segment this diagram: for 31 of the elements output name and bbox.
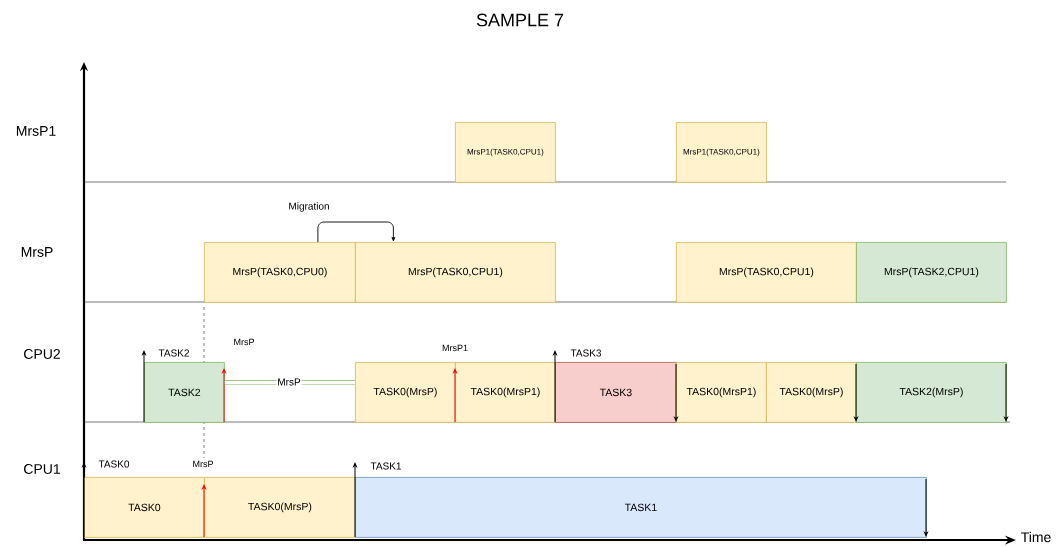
event-label: MrsP1: [442, 344, 468, 352]
arrow: [317, 221, 396, 243]
event-label: TASK3: [570, 349, 602, 357]
task-bar: MrsP1(TASK0,CPU1): [455, 122, 556, 183]
edge-label: Migration: [289, 202, 329, 212]
task-bar: MrsP(TASK2,CPU1): [856, 242, 1007, 303]
row-label: CPU1: [24, 464, 60, 474]
task-bar: TASK2(MrsP): [856, 362, 1007, 423]
row-label: CPU2: [24, 349, 60, 359]
event-label: TASK0: [98, 460, 130, 468]
axis-label: Time: [1021, 531, 1051, 543]
task-bar: MrsP(TASK0,CPU1): [676, 242, 857, 303]
task-bar: TASK0(MrsP): [355, 362, 456, 423]
task-bar: TASK0(MrsP1): [455, 362, 556, 423]
task-bar: TASK0: [84, 477, 205, 538]
event-label: TASK1: [370, 462, 401, 470]
task-bar: MrsP(TASK0,CPU0): [204, 242, 356, 303]
task-bar: TASK0(MrsP): [204, 477, 356, 538]
edge-label: MrsP: [278, 378, 301, 386]
row-label: MrsP1: [16, 126, 56, 136]
task-bar: MrsP1(TASK0,CPU1): [676, 122, 767, 183]
task-bar: TASK3: [555, 362, 677, 423]
event-label: MrsP: [193, 460, 214, 468]
event-label: MrsP: [234, 338, 255, 346]
task-bar: TASK1: [355, 477, 927, 538]
task-bar: MrsP(TASK0,CPU1): [355, 242, 556, 303]
task-bar: TASK0(MrsP): [766, 362, 857, 423]
task-bar: TASK2: [144, 362, 225, 423]
row-label: MrsP: [21, 247, 53, 257]
task-bar: TASK0(MrsP1): [676, 362, 767, 423]
title: SAMPLE 7: [476, 13, 564, 27]
